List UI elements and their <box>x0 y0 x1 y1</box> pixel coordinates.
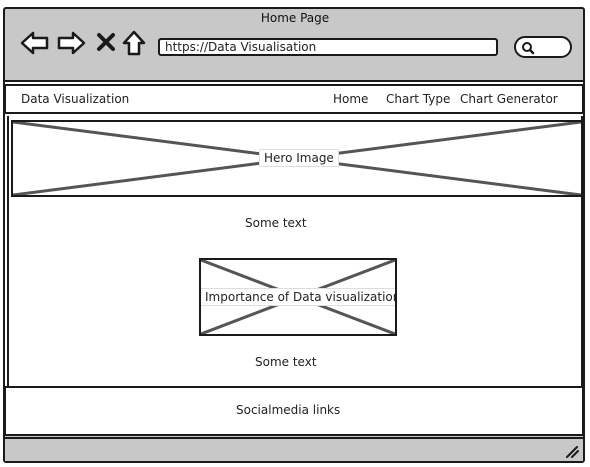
resize-grip-icon[interactable] <box>564 443 580 458</box>
hero-image-label: Hero Image <box>259 149 339 167</box>
importance-image: Importance of Data visualization <box>199 258 397 336</box>
search-box[interactable] <box>514 36 572 58</box>
brand-label[interactable]: Data Visualization <box>21 92 130 106</box>
status-bar <box>5 437 583 461</box>
nav-chart-type[interactable]: Chart Type <box>386 92 451 106</box>
social-media-links[interactable]: Socialmedia links <box>236 403 341 417</box>
home-icon[interactable] <box>122 30 146 56</box>
search-icon <box>522 42 535 55</box>
importance-image-label: Importance of Data visualization <box>201 288 395 306</box>
url-text: https://Data Visualisation <box>165 40 317 54</box>
navbar <box>4 84 584 114</box>
nav-chart-generator[interactable]: Chart Generator <box>460 92 558 106</box>
forward-arrow-icon[interactable] <box>56 30 86 56</box>
body-text-2: Some text <box>255 355 317 369</box>
main-content <box>7 116 583 386</box>
nav-home[interactable]: Home <box>333 92 369 106</box>
hero-image: Hero Image <box>11 120 583 197</box>
back-arrow-icon[interactable] <box>20 30 50 56</box>
footer <box>4 386 584 436</box>
close-icon[interactable] <box>96 32 116 52</box>
url-bar[interactable]: https://Data Visualisation <box>158 38 498 56</box>
window-title: Home Page <box>260 11 330 25</box>
body-text-1: Some text <box>245 216 307 230</box>
